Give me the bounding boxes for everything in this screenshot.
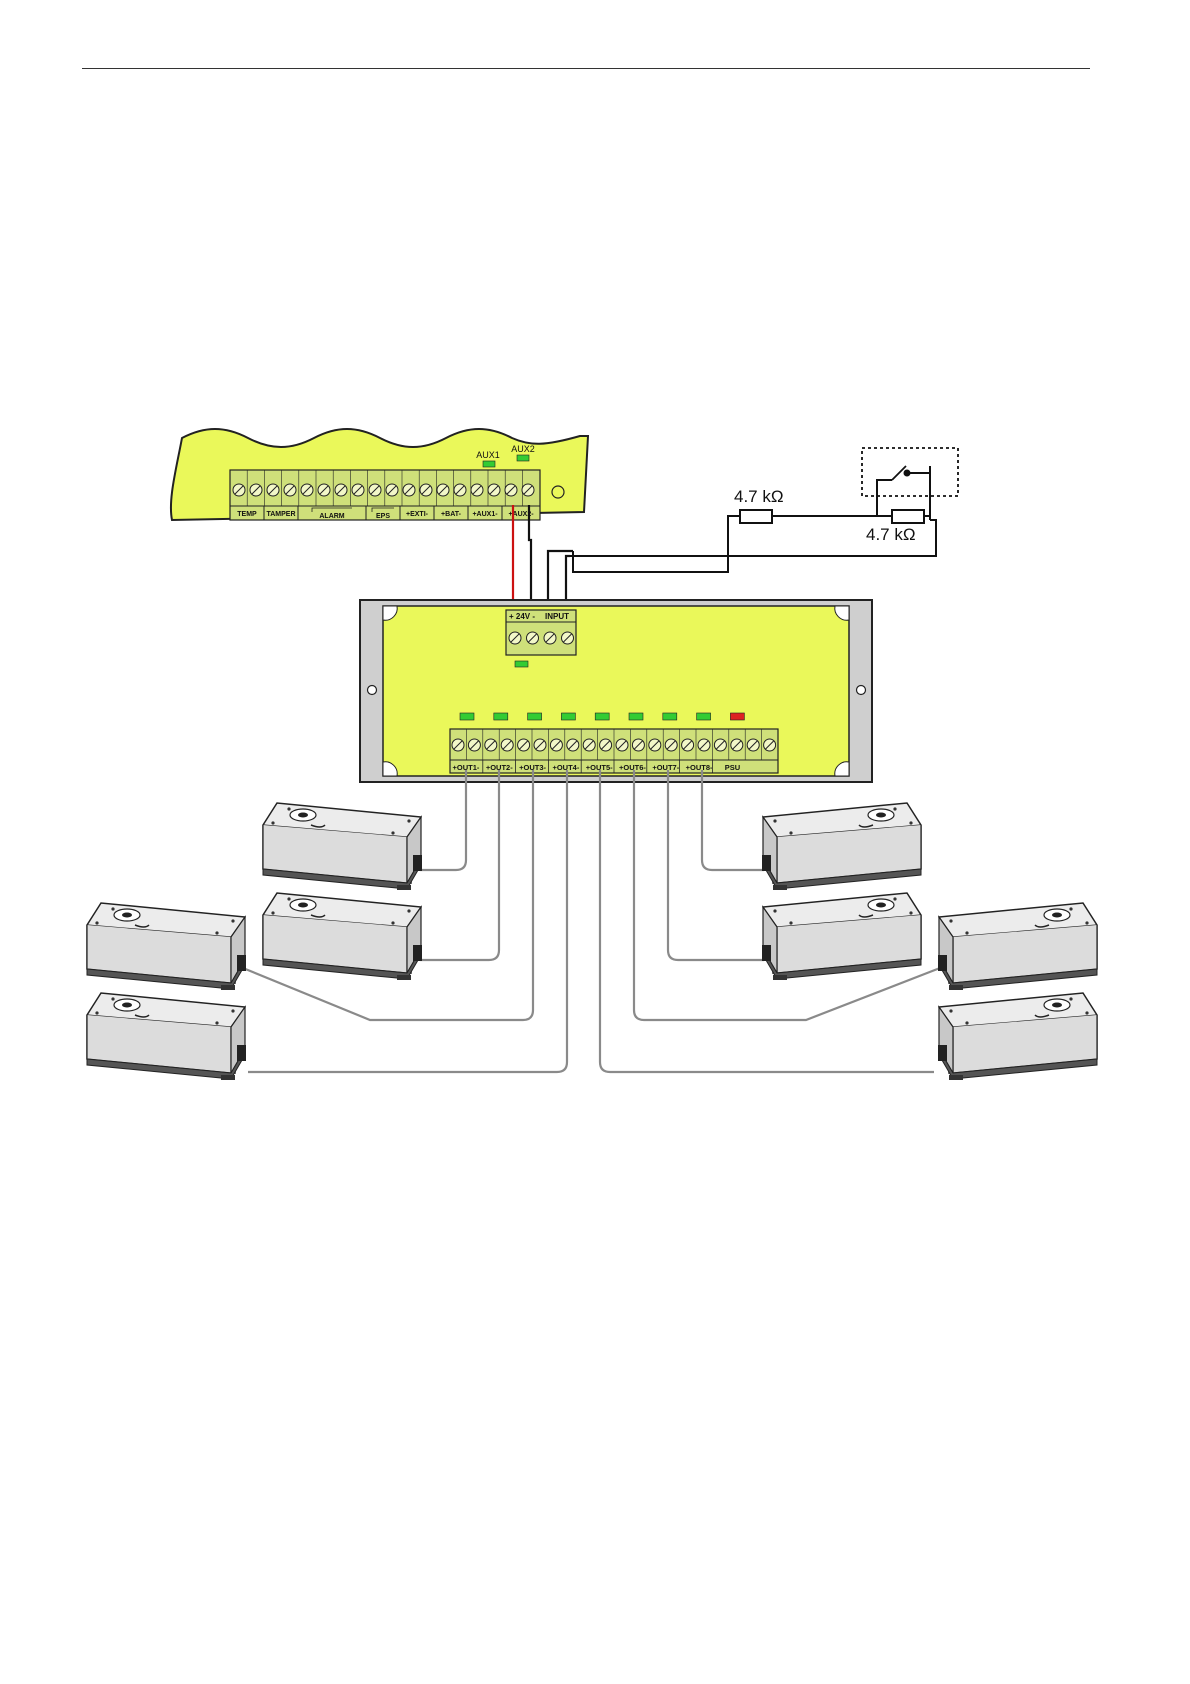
panel-terminal-screw — [488, 484, 500, 496]
output-terminal-screw — [632, 739, 644, 751]
panel-terminal-screw — [403, 484, 415, 496]
devices — [87, 803, 1097, 1080]
module-label-input: INPUT — [545, 612, 569, 621]
output-led — [561, 713, 575, 720]
panel-terminal-screw — [284, 484, 296, 496]
input-terminal-screw — [544, 632, 556, 644]
panel-terminal-screw — [522, 484, 534, 496]
output-terminal-screw — [550, 739, 562, 751]
cable-out7 — [668, 770, 764, 960]
motor-actuator-icon — [762, 893, 921, 980]
output-terminal-screw — [764, 739, 776, 751]
output-terminal-screw — [731, 739, 743, 751]
output-module: + 24V - INPUT +OUT1-+OUT2-+OUT3-+OUT4-+O… — [360, 600, 872, 782]
eol-circuit — [570, 448, 958, 572]
output-terminal-screw — [600, 739, 612, 751]
aux1-led-label: AUX1 — [476, 450, 500, 460]
input-terminal-screw — [509, 632, 521, 644]
output-terminal-screw — [714, 739, 726, 751]
panel-label-eps: EPS — [376, 513, 390, 520]
panel-label-bat: +BAT- — [441, 511, 462, 518]
output-led — [697, 713, 711, 720]
panel-terminal-screw — [369, 484, 381, 496]
panel-label-temp: TEMP — [237, 511, 257, 518]
output-terminal-screw — [682, 739, 694, 751]
motor-actuator-icon — [263, 803, 422, 890]
motor-actuator-icon — [938, 903, 1097, 990]
motor-actuator-icon — [762, 803, 921, 890]
panel-terminal-screw — [454, 484, 466, 496]
output-terminal-screw — [452, 739, 464, 751]
panel-terminal-screw — [335, 484, 347, 496]
output-terminal-screw — [698, 739, 710, 751]
panel-label-aux1: +AUX1- — [472, 511, 498, 518]
panel-label-tamper: TAMPER — [266, 511, 295, 518]
panel-terminal-screw — [437, 484, 449, 496]
output-terminal-screw — [649, 739, 661, 751]
module-label-24v: + 24V - — [509, 612, 535, 621]
resistor-2-label: 4.7 kΩ — [866, 525, 916, 544]
panel-terminal-screw — [505, 484, 517, 496]
panel-terminal-screw — [267, 484, 279, 496]
resistor-1-label: 4.7 kΩ — [734, 487, 784, 506]
output-label: +OUT8- — [686, 763, 713, 772]
output-led — [629, 713, 643, 720]
panel-terminal-screw — [420, 484, 432, 496]
panel-terminal-screw — [471, 484, 483, 496]
motor-actuator-icon — [87, 903, 246, 990]
output-terminal-screw — [583, 739, 595, 751]
output-terminal-screw — [616, 739, 628, 751]
output-terminal-screw — [567, 739, 579, 751]
panel-label-ext: +EXTI- — [406, 511, 429, 518]
panel-label-alarm: ALARM — [319, 513, 344, 520]
aux2-led-label: AUX2 — [511, 444, 535, 454]
panel-terminal-screw — [250, 484, 262, 496]
output-terminal-screw — [468, 739, 480, 751]
output-terminal-screw — [501, 739, 513, 751]
output-led — [460, 713, 474, 720]
output-terminal-screw — [665, 739, 677, 751]
panel-terminal-screw — [318, 484, 330, 496]
output-label: +OUT6- — [619, 763, 646, 772]
motor-actuator-icon — [263, 893, 422, 980]
cable-out8 — [702, 770, 764, 870]
output-terminal-screw — [534, 739, 546, 751]
panel-terminal-screw — [233, 484, 245, 496]
panel-terminal-screw — [386, 484, 398, 496]
resistor-1 — [740, 510, 772, 523]
output-led — [528, 713, 542, 720]
output-terminal-screw — [518, 739, 530, 751]
output-led — [730, 713, 744, 720]
output-terminal-screw — [747, 739, 759, 751]
aux2-led — [517, 455, 529, 461]
output-label: PSU — [725, 763, 740, 772]
panel-terminal-screw — [352, 484, 364, 496]
module-power-led — [515, 661, 528, 667]
output-led — [595, 713, 609, 720]
motor-actuator-icon — [87, 993, 246, 1080]
cable-out1 — [420, 770, 466, 870]
resistor-2 — [892, 510, 924, 523]
alarm-panel: TEMP TAMPER ALARM EPS +EXTI- +BAT- +AUX1… — [171, 429, 588, 520]
output-terminal-screw — [485, 739, 497, 751]
output-label: +OUT7- — [652, 763, 679, 772]
output-led — [494, 713, 508, 720]
input-terminal-screw — [527, 632, 539, 644]
panel-terminal-screw — [301, 484, 313, 496]
input-terminal-screw — [562, 632, 574, 644]
aux1-led — [483, 461, 495, 467]
cable-out2 — [420, 770, 499, 960]
output-led — [663, 713, 677, 720]
motor-actuator-icon — [938, 993, 1097, 1080]
